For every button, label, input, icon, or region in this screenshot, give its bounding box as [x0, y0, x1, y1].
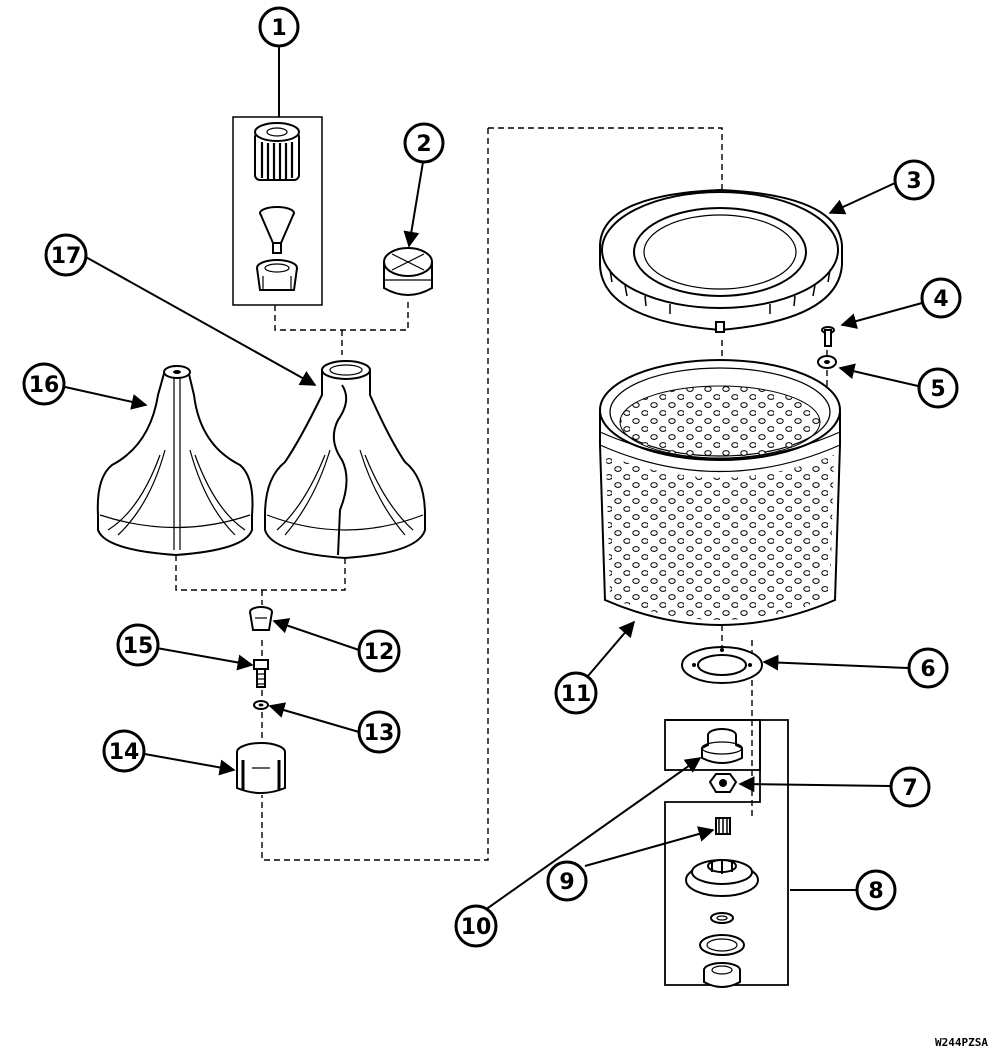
part-2-cap	[383, 247, 433, 296]
part-14-nut	[236, 742, 286, 794]
callout-label: 12	[364, 640, 395, 665]
callout-8: 8	[855, 869, 897, 911]
drive-assembly-box	[664, 719, 789, 986]
callout-label: 14	[109, 740, 140, 765]
part-7-nut	[708, 773, 738, 793]
callout-6: 6	[907, 647, 949, 689]
part-8-drive-parts	[685, 859, 759, 988]
callout-label: 10	[461, 915, 492, 940]
callout-3: 3	[893, 159, 935, 201]
callout-label: 3	[906, 169, 921, 194]
callout-9: 9	[546, 860, 588, 902]
callout-11: 11	[554, 671, 598, 715]
callout-5: 5	[917, 367, 959, 409]
callout-2: 2	[403, 122, 445, 164]
drawing-code: W244PZSA	[935, 1036, 988, 1049]
callouts: 1 2 3 4 5 6 7 8	[22, 6, 962, 948]
callout-16: 16	[22, 362, 66, 406]
callout-17: 17	[44, 233, 88, 277]
leader-arrows	[64, 46, 923, 916]
callout-15: 15	[116, 623, 160, 667]
callout-label: 11	[561, 682, 592, 707]
callout-14: 14	[102, 729, 146, 773]
callout-label: 1	[271, 16, 286, 41]
part-12-bushing	[249, 606, 273, 631]
callout-12: 12	[357, 629, 401, 673]
callout-label: 2	[416, 132, 431, 157]
part-13-washer	[253, 700, 269, 710]
callout-label: 4	[933, 287, 948, 312]
callout-label: 9	[559, 870, 574, 895]
part-5-washer	[817, 355, 837, 369]
callout-label: 15	[123, 634, 154, 659]
part-6-plate	[681, 646, 763, 684]
callout-label: 17	[51, 244, 82, 269]
callout-4: 4	[920, 277, 962, 319]
callout-label: 8	[868, 879, 883, 904]
callout-label: 6	[920, 657, 935, 682]
callout-10: 10	[454, 904, 498, 948]
callout-label: 13	[364, 721, 395, 746]
callout-7: 7	[889, 766, 931, 808]
callout-13: 13	[357, 710, 401, 754]
callout-1: 1	[258, 6, 300, 48]
callout-label: 7	[902, 776, 917, 801]
part-11-spin-basket	[599, 359, 841, 626]
part-10-hub	[701, 728, 743, 764]
callout-label: 16	[29, 373, 60, 398]
part-17-agitator	[264, 360, 426, 560]
callout-label: 5	[930, 377, 945, 402]
part-16-agitator	[96, 365, 254, 557]
part-3-tub-ring	[599, 188, 843, 333]
part-1-assembly	[232, 116, 323, 306]
part-9-spline	[715, 817, 731, 835]
part-15-bolt	[253, 659, 269, 688]
part-4-screw	[821, 326, 835, 347]
